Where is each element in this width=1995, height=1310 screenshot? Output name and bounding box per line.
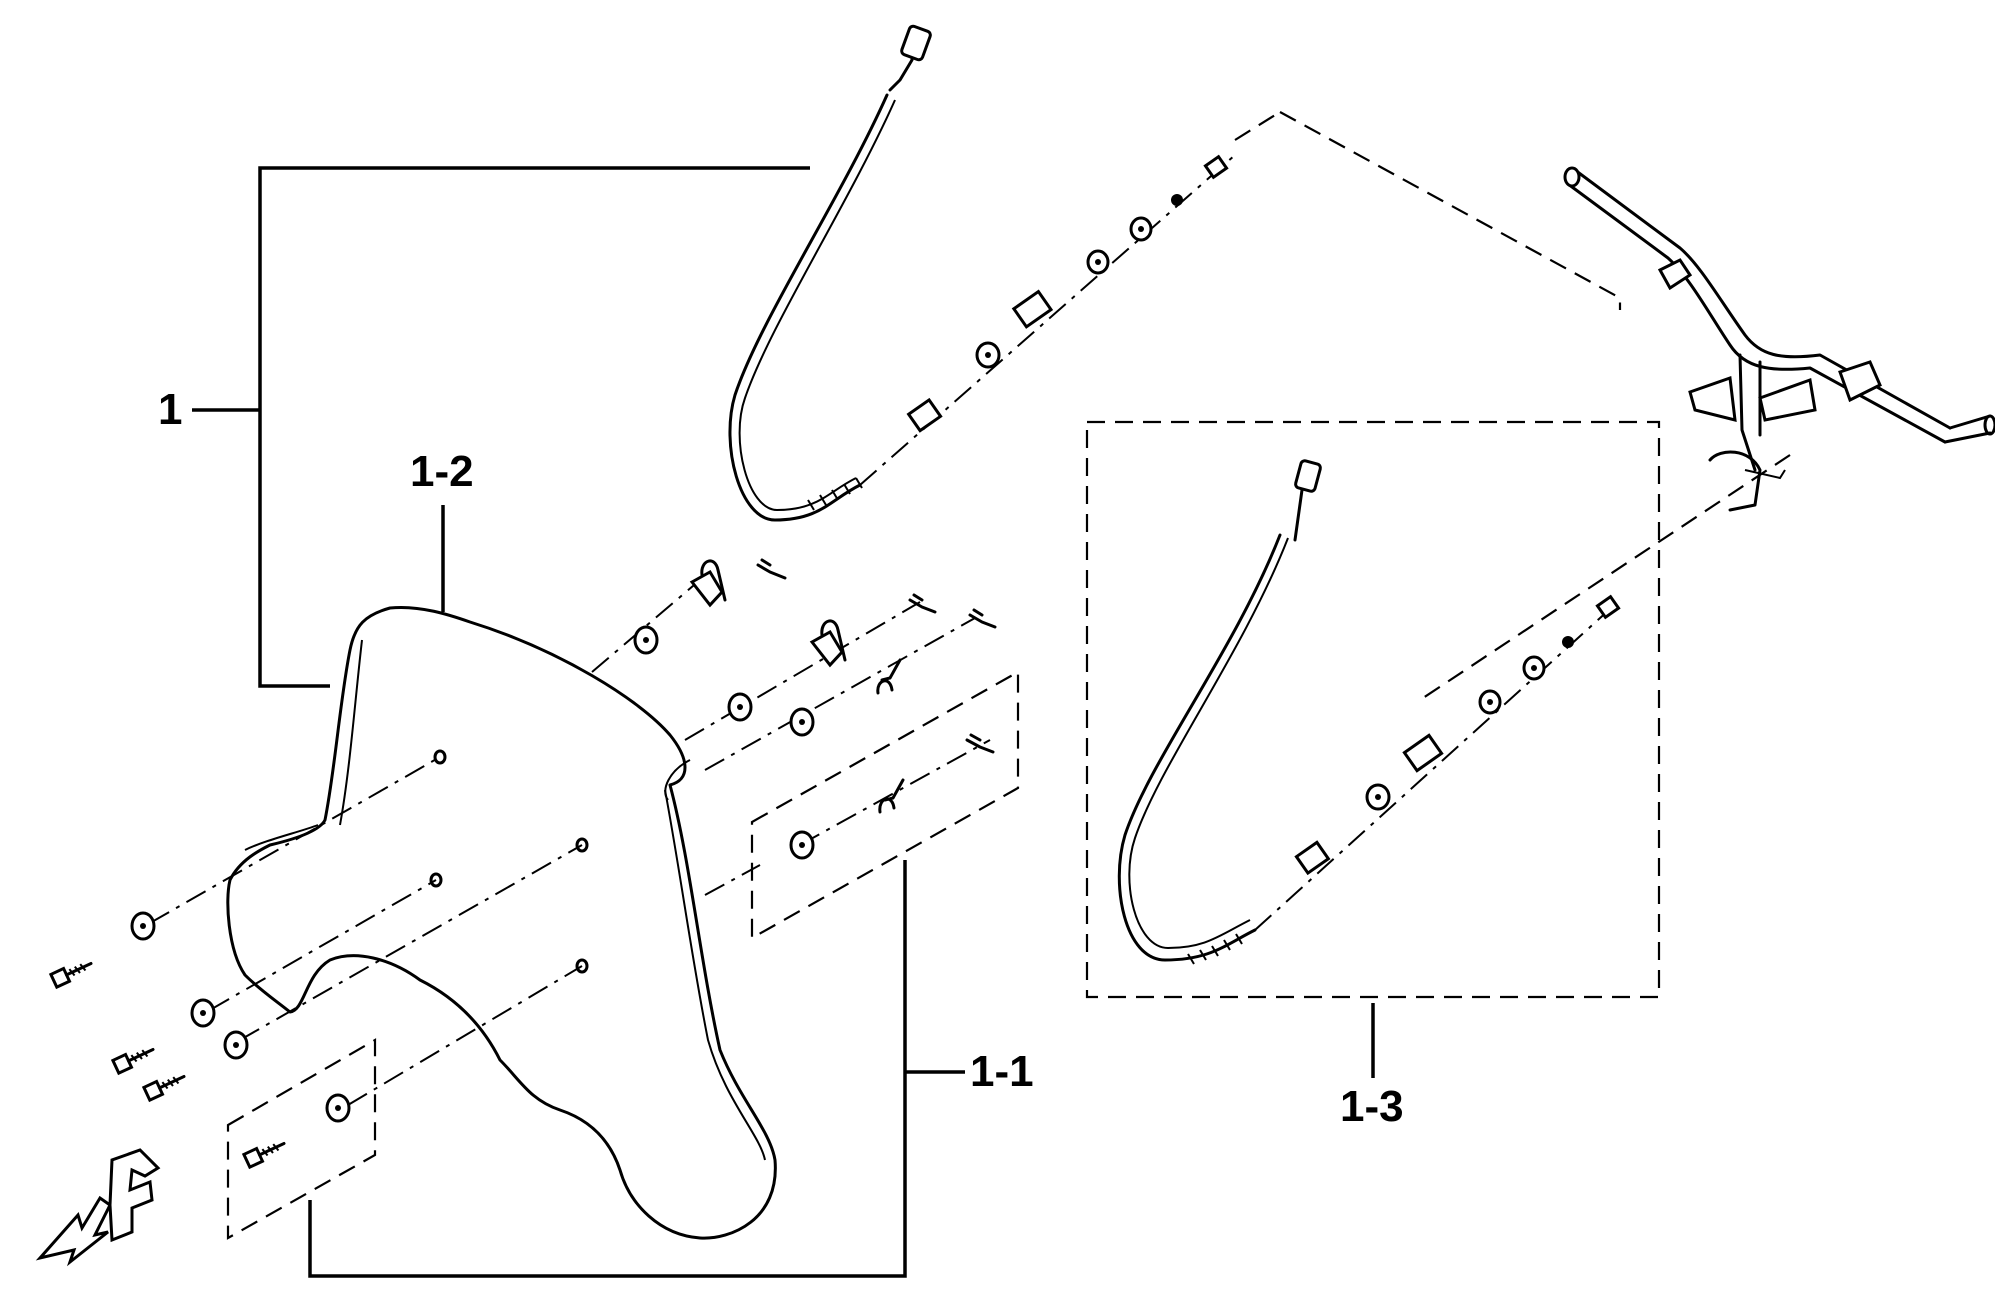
cable-lower-fittings	[1294, 594, 1621, 876]
group-box-screw-lower	[226, 1038, 377, 1240]
screws	[48, 961, 286, 1170]
front-direction-arrow	[35, 1148, 161, 1267]
mounting-brackets	[689, 559, 905, 814]
handlebar	[1563, 166, 1995, 512]
group-box-1-3	[1085, 420, 1661, 999]
callout-1: 1	[158, 385, 183, 434]
group-box-bracket-upper	[750, 670, 1020, 940]
cable-upper	[728, 24, 1622, 522]
windshield-1-2	[226, 605, 777, 1240]
fastener-lines	[149, 579, 991, 1106]
washers	[130, 625, 815, 1123]
handlebar-dash-link	[1419, 454, 1791, 701]
callout-1-1: 1-1	[970, 1047, 1034, 1096]
bracket-1	[192, 166, 810, 688]
callout-1-2: 1-2	[410, 447, 474, 496]
wing-nuts	[756, 558, 997, 754]
cable-upper-fittings	[906, 154, 1229, 433]
callout-1-3: 1-3	[1340, 1082, 1404, 1131]
cable-lower-1-3	[1117, 459, 1621, 965]
mounting-holes	[429, 749, 589, 974]
bracket-1-1	[308, 860, 965, 1278]
